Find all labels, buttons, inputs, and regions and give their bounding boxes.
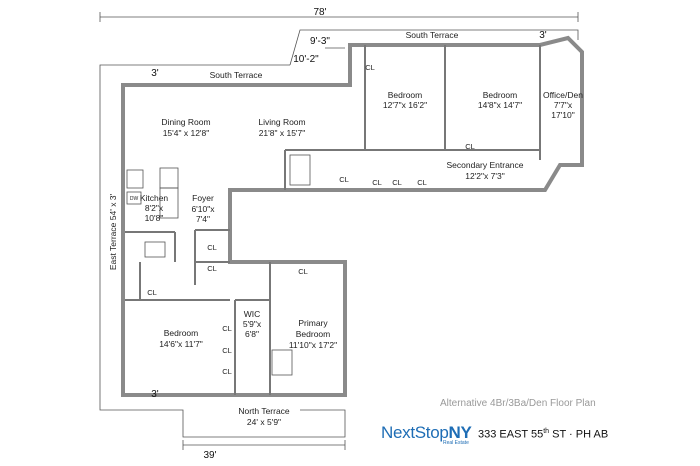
north-terrace-depth: 3' [151, 389, 159, 400]
south-terrace-upper-label: South Terrace [406, 30, 459, 40]
bedroom3-name: Bedroom [164, 328, 199, 338]
closet-label: CL [207, 243, 217, 252]
foyer-size2: 7'4" [196, 214, 210, 224]
terrace-outline-upper [289, 29, 579, 66]
north-terrace-name: North Terrace [238, 406, 290, 416]
kitchen-name: Kitchen [140, 193, 169, 203]
closet-label: CL [417, 178, 427, 187]
address-sup: th [543, 428, 550, 435]
dim-9-3: 9'-3" [310, 36, 330, 47]
bedroom3-size: 14'6"x 11'7" [159, 339, 203, 349]
foyer-name: Foyer [192, 193, 214, 203]
wic-name: WIC [244, 309, 261, 319]
south-terrace-lower-label: South Terrace [210, 70, 263, 80]
north-terrace-size: 24' x 5'9" [247, 417, 281, 427]
bedroom2-name: Bedroom [483, 90, 518, 100]
living-room-size: 21'8" x 15'7" [259, 128, 306, 138]
closet-label: CL [465, 142, 475, 151]
office-size2: 17'10" [551, 110, 575, 120]
south-terrace-lower-depth: 3' [151, 68, 159, 79]
south-terrace-upper-depth: 3' [539, 30, 547, 41]
foyer-size1: 6'10"x [191, 204, 215, 214]
dim-10-2: 10'-2" [293, 54, 319, 65]
primary-bedroom-name2: Bedroom [296, 329, 331, 339]
terrace-outline [99, 64, 346, 438]
closet-label: CL [372, 178, 382, 187]
address-pre: 333 EAST 55 [478, 428, 544, 441]
dishwasher-label: DW [130, 196, 139, 202]
closet-label: CL [365, 63, 375, 72]
logo-bold: NY [448, 423, 472, 442]
office-name: Office/Den [543, 90, 583, 100]
dining-room-size: 15'4" x 12'8" [163, 128, 210, 138]
closet-label: CL [222, 324, 232, 333]
closet-label: CL [392, 178, 402, 187]
closet-label: CL [339, 175, 349, 184]
bedroom1-size: 12'7"x 16'2" [383, 100, 427, 110]
closet-label: CL [222, 346, 232, 355]
closet-label: CL [298, 267, 308, 276]
overall-width-dim: 78' [313, 7, 326, 18]
logo-subtitle: Real Estate [443, 440, 469, 446]
brand-logo: NextStopNY [381, 423, 472, 443]
logo-main: NextStop [381, 423, 449, 442]
bedroom1-name: Bedroom [388, 90, 423, 100]
primary-bedroom-name1: Primary [298, 318, 328, 328]
wic-size2: 6'8" [245, 329, 259, 339]
secondary-entrance-name: Secondary Entrance [446, 160, 523, 170]
closet-label: CL [207, 264, 217, 273]
bedroom2-size: 14'8"x 14'7" [478, 100, 522, 110]
kitchen-size2: 10'8" [145, 213, 164, 223]
kitchen-size1: 8'2"x [145, 203, 164, 213]
living-room-name: Living Room [258, 117, 305, 127]
east-terrace-label: East Terrace 54' x 3' [108, 193, 118, 270]
wic-size1: 5'9"x [243, 319, 262, 329]
dining-room-name: Dining Room [161, 117, 210, 127]
closet-label: CL [222, 367, 232, 376]
address-post: ST · PH AB [549, 428, 609, 441]
exterior-walls [121, 35, 584, 397]
interior-walls [125, 45, 541, 395]
office-size1: 7'7"x [554, 100, 573, 110]
secondary-entrance-size: 12'2"x 7'3" [465, 171, 505, 181]
plan-caption: Alternative 4Br/3Ba/Den Floor Plan [440, 398, 596, 409]
bottom-width-dim: 39' [203, 450, 216, 461]
primary-bedroom-size: 11'10"x 17'2" [289, 340, 337, 350]
address: 333 EAST 55th ST · PH AB [478, 428, 608, 441]
dimension-lines [99, 12, 579, 450]
closet-label: CL [147, 288, 157, 297]
